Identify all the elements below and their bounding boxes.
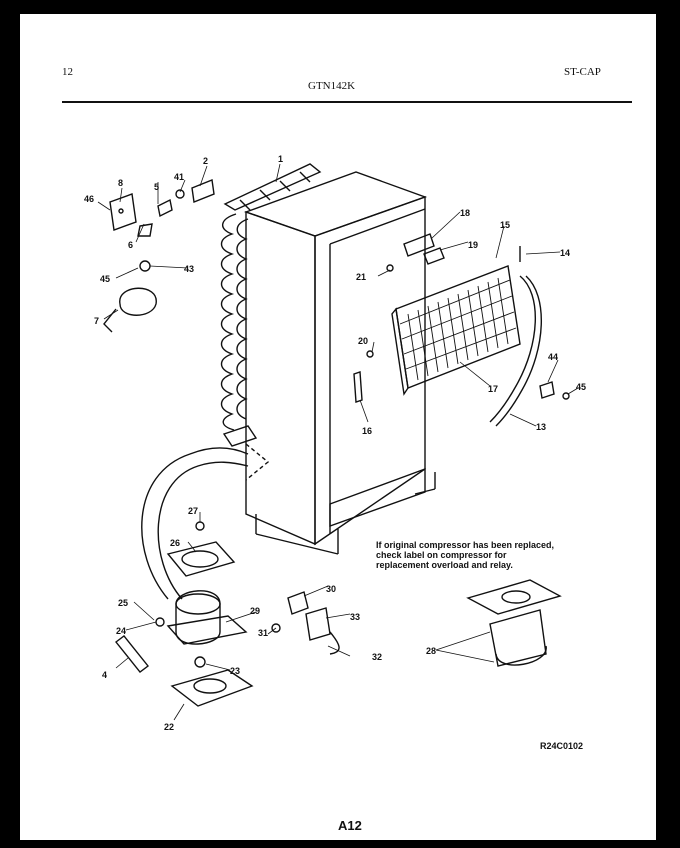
callout-21: 21 (356, 272, 366, 282)
exploded-parts-diagram: 1 2 8 41 5 46 6 43 45 7 18 15 19 14 21 2… (84, 154, 586, 732)
page-id: A12 (338, 818, 362, 833)
callout-24: 24 (116, 626, 126, 636)
callout-17: 17 (488, 384, 498, 394)
callout-19: 19 (468, 240, 478, 250)
callout-25: 25 (118, 598, 128, 608)
header-rule (62, 101, 632, 103)
compressor-note: If original compressor has been replaced… (376, 540, 555, 570)
evaporator (391, 246, 542, 427)
callout-45b: 45 (576, 382, 586, 392)
callout-41: 41 (174, 172, 184, 182)
callout-43: 43 (184, 264, 194, 274)
callout-5: 5 (154, 182, 159, 192)
callout-8: 8 (118, 178, 123, 188)
callout-33: 33 (350, 612, 360, 622)
leader-lines (97, 163, 579, 721)
callout-31: 31 (258, 628, 268, 638)
callout-29: 29 (250, 606, 260, 616)
callout-45: 45 (100, 274, 110, 284)
callout-4: 4 (102, 670, 107, 680)
callout-14: 14 (560, 248, 570, 258)
callout-2: 2 (203, 156, 208, 166)
page-number: 12 (62, 66, 73, 78)
callout-1: 1 (278, 154, 283, 164)
callout-20: 20 (358, 336, 368, 346)
callout-32: 32 (372, 652, 382, 662)
callout-7: 7 (94, 316, 99, 326)
model-number: GTN142K (308, 80, 356, 92)
thermostat-bracket (103, 179, 215, 333)
refrigerator-cabinet (243, 171, 436, 555)
callout-23: 23 (230, 666, 240, 676)
callout-22: 22 (164, 722, 174, 732)
drain-parts (353, 233, 570, 403)
callout-6: 6 (128, 240, 133, 250)
callout-26: 26 (170, 538, 180, 548)
section-code: ST-CAP (564, 66, 601, 78)
callout-30: 30 (326, 584, 336, 594)
callout-44: 44 (548, 352, 558, 362)
callout-28: 28 (426, 646, 436, 656)
callout-27: 27 (188, 506, 198, 516)
callout-46: 46 (84, 194, 94, 204)
compressor-assembly (115, 521, 562, 707)
callout-16: 16 (362, 426, 372, 436)
parts-sheet: 12 GTN142K ST-CAP (20, 14, 656, 840)
drawing-code: R24C0102 (540, 741, 584, 751)
condenser-coil (220, 163, 322, 447)
callout-15: 15 (500, 220, 510, 230)
callout-18: 18 (460, 208, 470, 218)
flow-arrow (141, 443, 270, 600)
callout-labels: 1 2 8 41 5 46 6 43 45 7 18 15 19 14 21 2… (84, 154, 586, 732)
callout-13: 13 (536, 422, 546, 432)
